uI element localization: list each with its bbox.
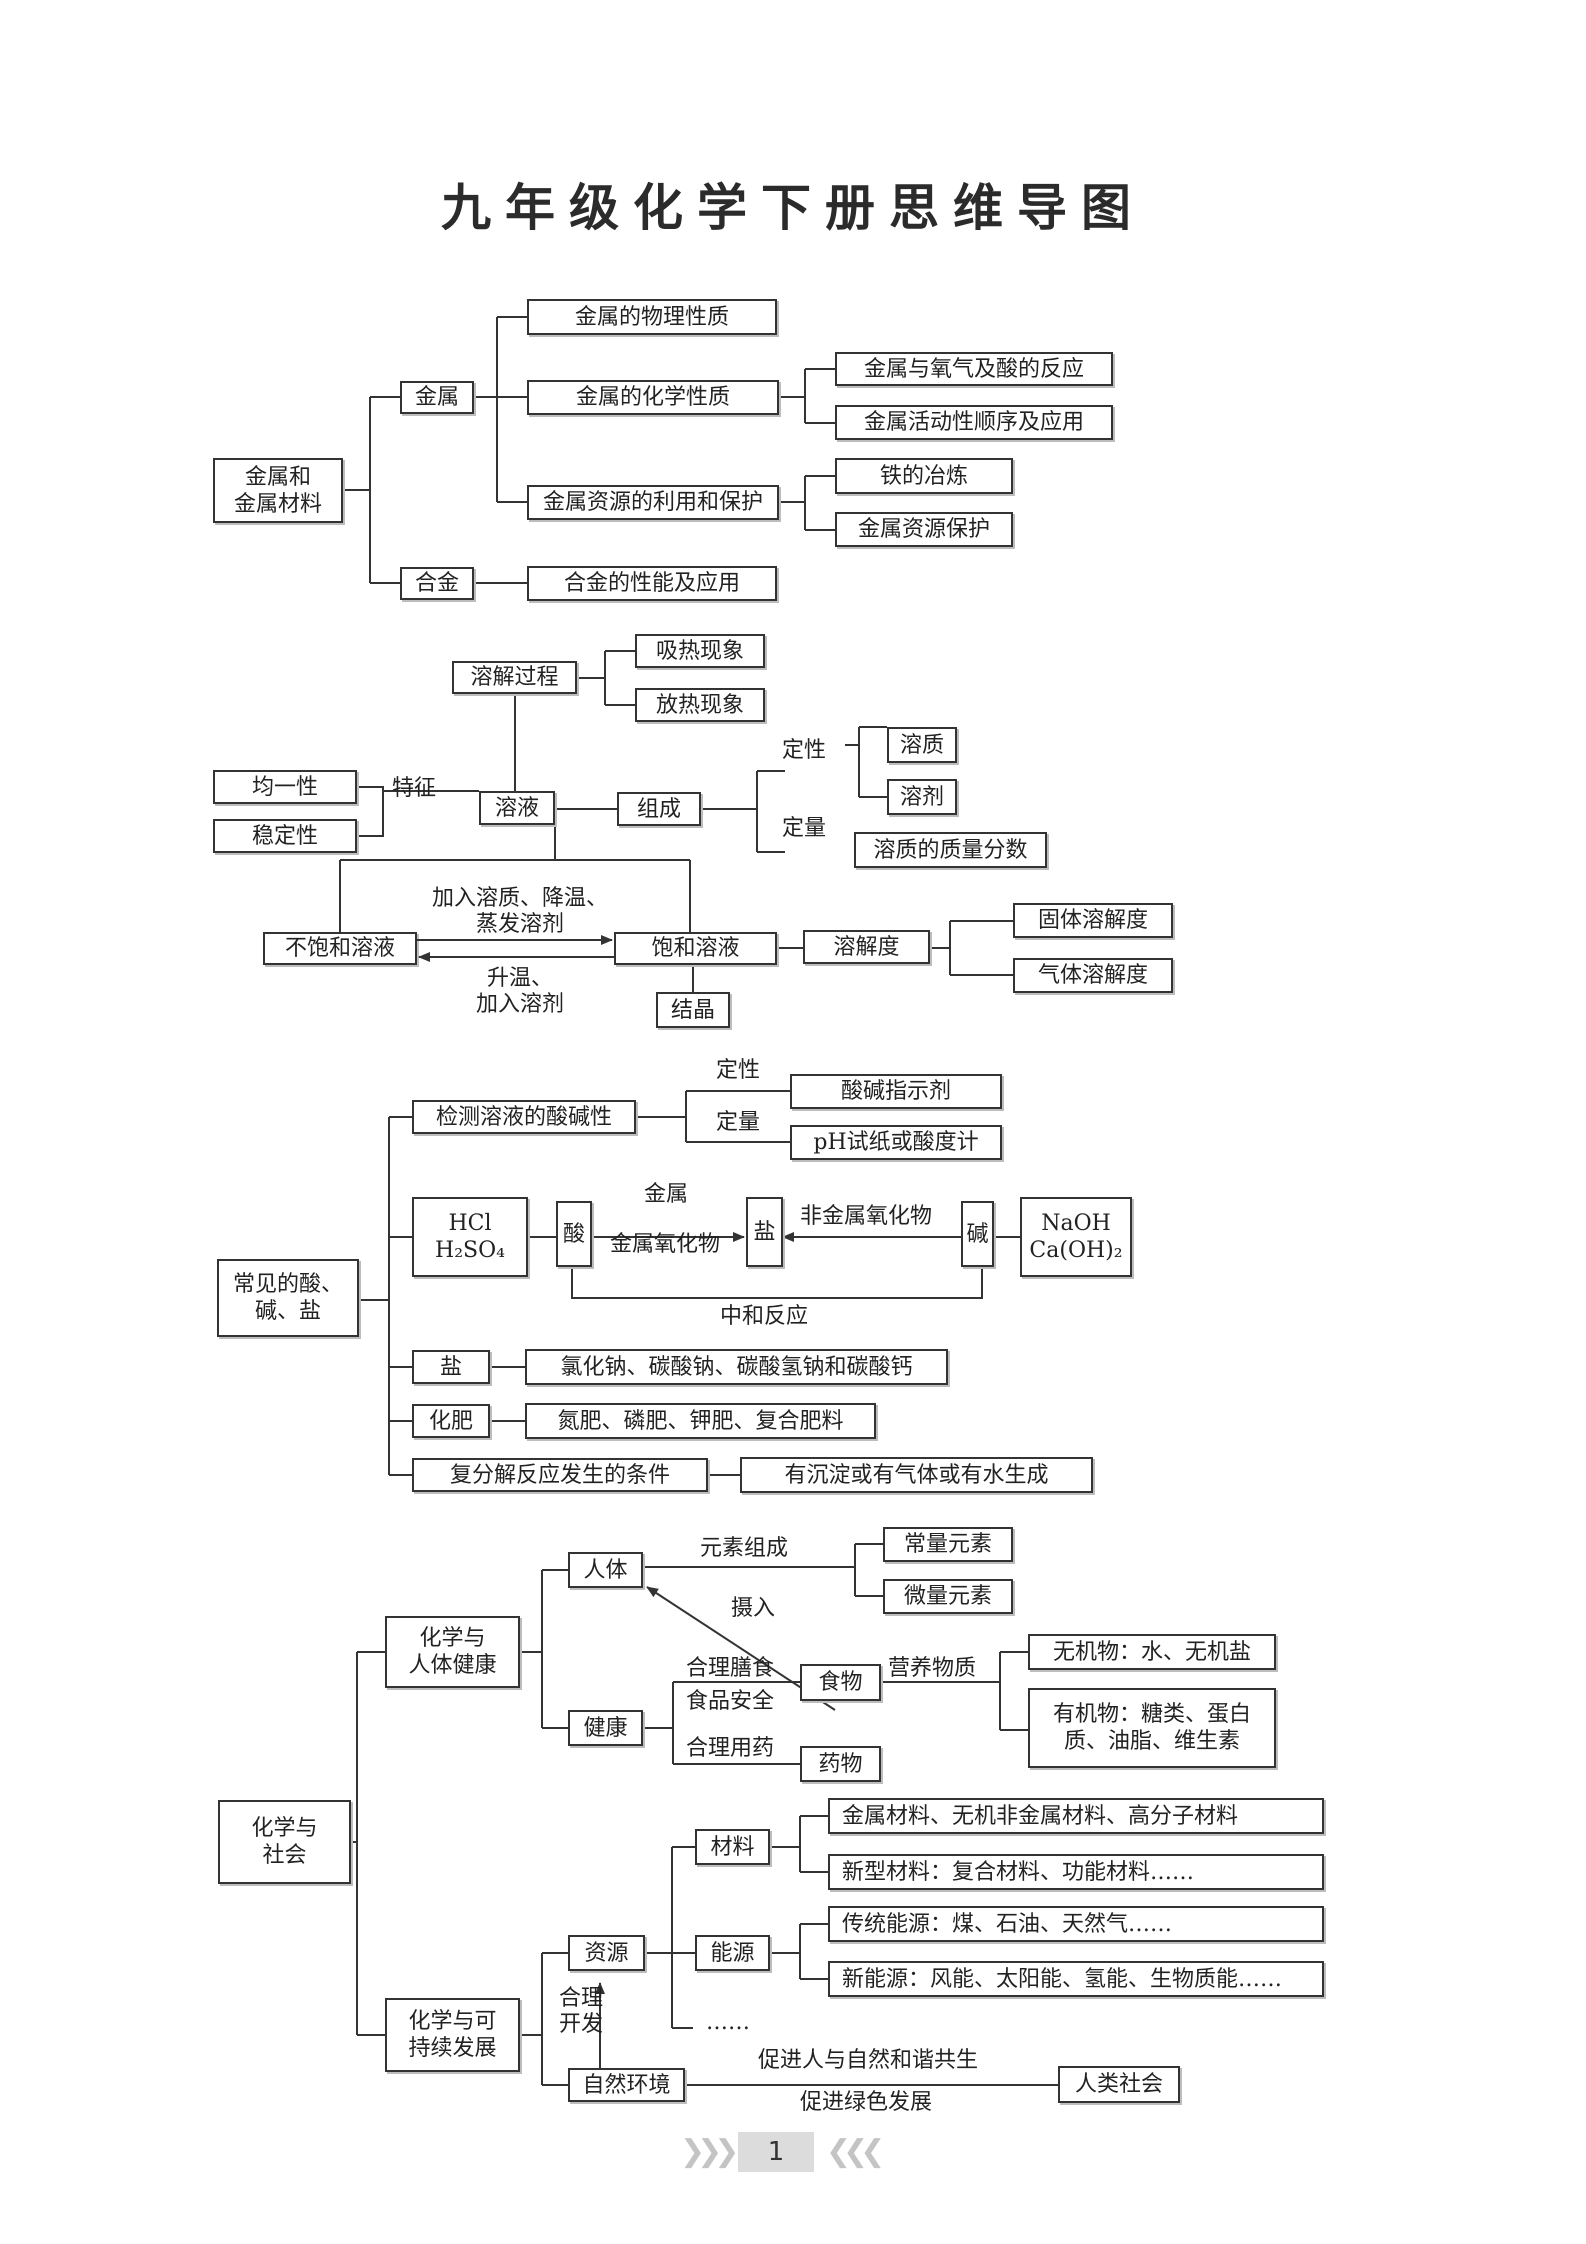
quantitative-label: 定量 xyxy=(782,816,827,841)
mass-fraction-node: 溶质的质量分数 xyxy=(854,832,1047,868)
human-body-node: 人体 xyxy=(568,1552,643,1588)
exothermic-node: 放热现象 xyxy=(635,688,765,722)
alloy-properties-node: 合金的性能及应用 xyxy=(527,566,777,601)
homogeneous-node: 均一性 xyxy=(213,770,357,804)
page-title: 九年级化学下册思维导图 xyxy=(441,179,1145,237)
solution-node: 溶液 xyxy=(479,791,555,825)
indicator-node: 酸碱指示剂 xyxy=(790,1074,1002,1109)
root-line-2: 金属材料 xyxy=(233,491,322,517)
materials-types-node: 金属材料、无机非金属材料、高分子材料 xyxy=(828,1798,1324,1834)
ellipsis-label: …… xyxy=(706,2010,750,2035)
quantitative-label-2: 定量 xyxy=(716,1110,761,1135)
double-decomposition-condition-node: 有沉淀或有气体或有水生成 xyxy=(740,1457,1093,1493)
traditional-energy-node: 传统能源：煤、石油、天然气…… xyxy=(828,1906,1324,1942)
iron-smelting-node: 铁的冶炼 xyxy=(835,458,1013,494)
oxygen-acid-reaction-node: 金属与氧气及酸的反应 xyxy=(835,352,1113,386)
chemical-properties-node: 金属的化学性质 xyxy=(527,380,779,415)
health-branch-node: 化学与人体健康 xyxy=(385,1616,520,1688)
nutrients-label: 营养物质 xyxy=(888,1656,977,1681)
resource-protection-node: 金属资源的利用和保护 xyxy=(527,485,779,520)
composition-node: 组成 xyxy=(617,792,701,826)
balanced-diet-label: 合理膳食 xyxy=(686,1656,775,1681)
macro-elements-node: 常量元素 xyxy=(883,1527,1013,1562)
feature-label: 特征 xyxy=(392,776,437,801)
natural-environment-node: 自然环境 xyxy=(568,2068,685,2102)
double-decomposition-node: 复分解反应发生的条件 xyxy=(412,1458,708,1492)
trace-elements-node: 微量元素 xyxy=(883,1579,1013,1614)
physical-properties-node: 金属的物理性质 xyxy=(527,299,777,335)
rational-development-label: 合理开发 xyxy=(558,1986,603,2037)
organic-node: 有机物：糖类、蛋白质、油脂、维生素 xyxy=(1028,1688,1276,1768)
to-saturated-label: 加入溶质、降温、蒸发溶剂 xyxy=(431,886,608,937)
solubility-node: 溶解度 xyxy=(803,930,930,964)
alloy-node: 合金 xyxy=(400,567,474,600)
fertilizer-examples-node: 氮肥、磷肥、钾肥、复合肥料 xyxy=(525,1403,876,1439)
new-energy-node: 新能源：风能、太阳能、氢能、生物质能…… xyxy=(828,1961,1324,1997)
salt-examples-node: 氯化钠、碳酸钠、碳酸氢钠和碳酸钙 xyxy=(525,1349,948,1385)
dissolution-node: 溶解过程 xyxy=(452,661,577,694)
acid-node: 酸 xyxy=(556,1201,592,1267)
food-node: 食物 xyxy=(800,1664,881,1701)
detect-acidity-node: 检测溶液的酸碱性 xyxy=(412,1100,636,1134)
metal-oxide-label: 金属氧化物 xyxy=(610,1232,721,1257)
root-line-1: 金属和 xyxy=(244,464,311,490)
base-node: 碱 xyxy=(961,1201,994,1267)
element-composition-label: 元素组成 xyxy=(700,1536,789,1561)
solvent-node: 溶剂 xyxy=(887,779,957,815)
intake-label: 摄入 xyxy=(731,1596,776,1621)
acid-base-salt-root: 常见的酸、碱、盐 xyxy=(217,1259,359,1337)
salt-category-node: 盐 xyxy=(412,1350,490,1384)
resources-node: 资源 xyxy=(568,1935,645,1971)
endothermic-node: 吸热现象 xyxy=(635,634,765,668)
rational-medication-label: 合理用药 xyxy=(686,1736,775,1761)
green-development-label: 促进绿色发展 xyxy=(800,2090,933,2115)
harmony-label: 促进人与自然和谐共生 xyxy=(758,2048,979,2073)
human-society-node: 人类社会 xyxy=(1058,2066,1180,2103)
energy-node: 能源 xyxy=(695,1935,770,1971)
chevron-right-icon: ❯❯❯ xyxy=(680,2134,739,2169)
salt-node: 盐 xyxy=(746,1197,783,1267)
stability-node: 稳定性 xyxy=(213,819,357,853)
qualitative-label: 定性 xyxy=(782,738,827,763)
saturated-solution-node: 饱和溶液 xyxy=(614,932,777,965)
solute-node: 溶质 xyxy=(887,727,957,763)
inorganic-node: 无机物：水、无机盐 xyxy=(1028,1634,1276,1670)
nonmetal-oxide-label: 非金属氧化物 xyxy=(800,1204,933,1229)
to-unsaturated-label: 升温、加入溶剂 xyxy=(475,966,564,1017)
new-materials-node: 新型材料：复合材料、功能材料…… xyxy=(828,1854,1324,1890)
page-number: 1 xyxy=(738,2132,814,2172)
unsaturated-solution-node: 不饱和溶液 xyxy=(263,932,417,965)
metal-node: 金属 xyxy=(400,381,474,414)
neutralization-label: 中和反应 xyxy=(720,1304,809,1329)
sustainability-branch-node: 化学与可持续发展 xyxy=(385,1998,520,2072)
metal-materials-root: 金属和金属材料 xyxy=(213,458,343,523)
food-safety-label: 食品安全 xyxy=(686,1689,775,1714)
resource-conservation-node: 金属资源保护 xyxy=(835,512,1013,547)
metal-label: 金属 xyxy=(644,1182,689,1207)
solid-solubility-node: 固体溶解度 xyxy=(1013,903,1173,938)
materials-node: 材料 xyxy=(695,1829,770,1865)
drug-node: 药物 xyxy=(800,1746,881,1782)
activity-series-node: 金属活动性顺序及应用 xyxy=(835,405,1113,440)
gas-solubility-node: 气体溶解度 xyxy=(1013,958,1173,993)
health-node: 健康 xyxy=(568,1710,643,1746)
chevron-left-icon: ❮❮❮ xyxy=(826,2134,885,2169)
chemistry-society-root: 化学与社会 xyxy=(218,1800,351,1884)
qualitative-label-2: 定性 xyxy=(716,1058,761,1083)
crystallization-node: 结晶 xyxy=(656,992,730,1028)
ph-meter-node: pH试纸或酸度计 xyxy=(790,1125,1002,1160)
fertilizer-node: 化肥 xyxy=(412,1404,490,1438)
